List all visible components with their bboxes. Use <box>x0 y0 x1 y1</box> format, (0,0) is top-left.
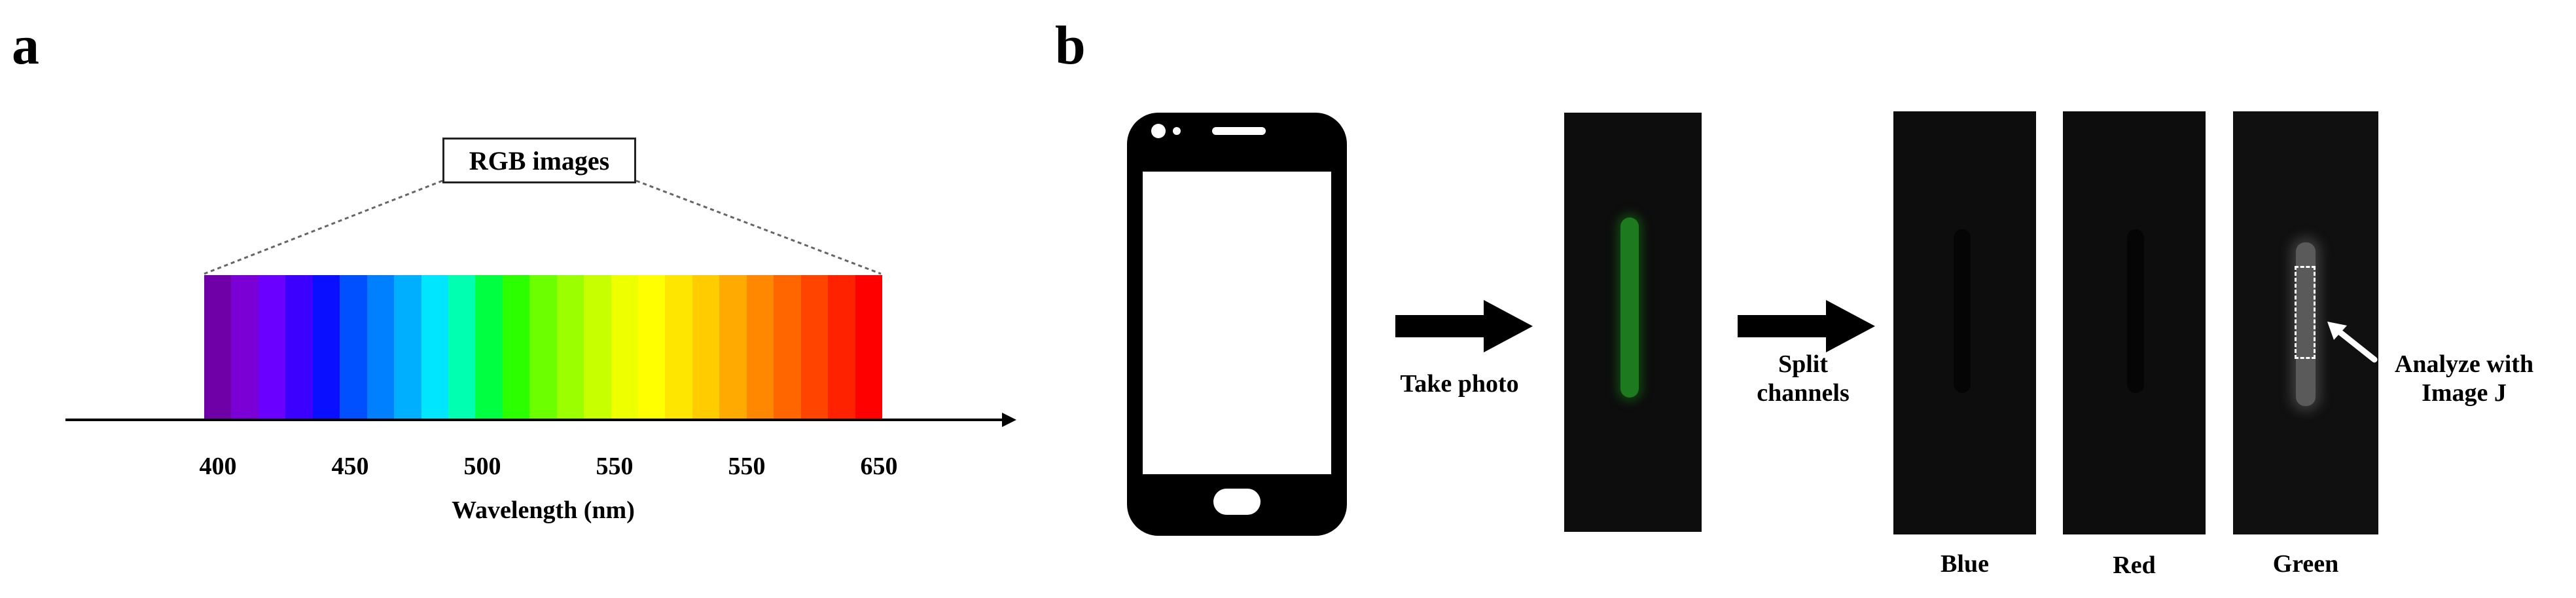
zoom-lines <box>204 179 882 275</box>
spectrum-band-8 <box>421 275 448 420</box>
green-fluorescent-strip <box>1620 217 1639 398</box>
spectrum-band-7 <box>394 275 421 420</box>
smartphone-icon <box>1127 113 1347 536</box>
captured-photo <box>1564 113 1702 532</box>
spectrum-band-1 <box>231 275 259 420</box>
tick-label-650: 650 <box>860 453 898 480</box>
bright-strip <box>2296 242 2316 406</box>
channel-strip <box>2127 229 2144 393</box>
spectrum-band-22 <box>800 275 829 420</box>
tick-label-550b: 550 <box>728 453 766 480</box>
tick-label-400: 400 <box>199 453 237 480</box>
spectrum-band-19 <box>719 275 747 420</box>
roi-selection-box <box>2295 266 2316 359</box>
panel-a-letter: a <box>12 15 39 76</box>
spectrum-band-16 <box>638 275 666 420</box>
spectrum-band-0 <box>204 275 232 420</box>
spectrum-band-13 <box>556 275 584 420</box>
blue-channel-label: Blue <box>1941 550 1989 578</box>
wavelength-axis <box>65 413 1016 427</box>
spectrum-band-24 <box>855 275 882 420</box>
spectrum-band-6 <box>367 275 395 420</box>
panel-b-letter: b <box>1055 15 1086 76</box>
spectrum-band-14 <box>584 275 611 420</box>
visible-spectrum-bar <box>204 275 882 420</box>
take-photo-arrow-icon <box>1395 300 1533 352</box>
spectrum-band-17 <box>665 275 692 420</box>
spectrum-band-3 <box>285 275 313 420</box>
spectrum-band-9 <box>448 275 476 420</box>
rgb-images-box: RGB images <box>442 138 636 183</box>
spectrum-band-18 <box>692 275 720 420</box>
split-channels-label: Split channels <box>1757 350 1850 407</box>
spectrum-band-5 <box>340 275 367 420</box>
spectrum-band-15 <box>611 275 638 420</box>
spectrum-band-11 <box>502 275 530 420</box>
spectrum-band-20 <box>746 275 774 420</box>
spectrum-band-4 <box>312 275 340 420</box>
blue-channel-image <box>1893 111 2036 534</box>
red-channel-label: Red <box>2113 551 2156 579</box>
spectrum-band-23 <box>828 275 855 420</box>
analyze-with-imagej-label: Analyze with Image J <box>2394 350 2534 407</box>
green-channel-label: Green <box>2272 550 2339 578</box>
spectrum-band-12 <box>529 275 557 420</box>
spectrum-band-21 <box>774 275 801 420</box>
wavelength-axis-label: Wavelength (nm) <box>452 496 635 524</box>
roi-pointer-arrow-icon <box>2327 322 2378 363</box>
tick-label-500: 500 <box>463 453 501 480</box>
red-channel-image <box>2063 111 2206 534</box>
split-channels-arrow-icon <box>1738 300 1875 352</box>
spectrum-band-2 <box>258 275 286 420</box>
green-channel-image <box>2233 111 2378 534</box>
channel-strip <box>1954 229 1971 393</box>
spectrum-band-10 <box>475 275 503 420</box>
tick-label-550a: 550 <box>596 453 634 480</box>
take-photo-label: Take photo <box>1400 370 1519 398</box>
tick-label-450: 450 <box>331 453 369 480</box>
